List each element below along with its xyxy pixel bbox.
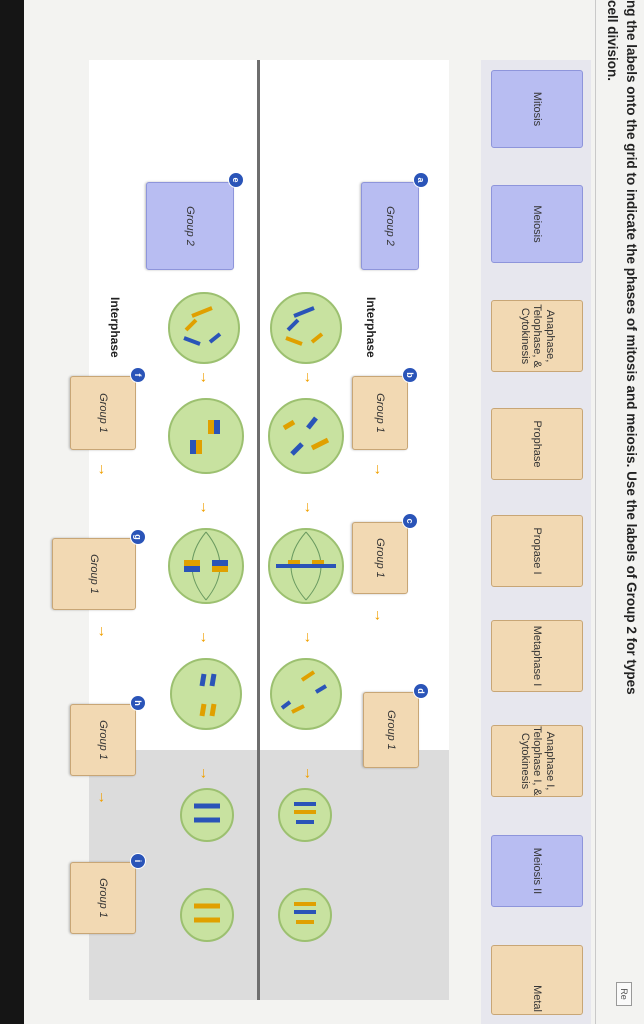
chip-line: Anaphase, bbox=[543, 309, 556, 363]
cell-interphase-bottom bbox=[168, 292, 240, 364]
badge-g: g bbox=[130, 529, 146, 545]
drop-target-a[interactable]: Group 2 bbox=[361, 182, 419, 270]
header-rule bbox=[595, 0, 596, 1024]
badge-h: h bbox=[130, 695, 146, 711]
badge-a: a bbox=[413, 172, 429, 188]
chip-line: Cytokinesis bbox=[518, 307, 531, 365]
drop-target-c[interactable]: Group 1 bbox=[352, 522, 408, 594]
drop-target-d[interactable]: Group 1 bbox=[363, 692, 419, 768]
arrow-right: → bbox=[95, 462, 112, 477]
drop-target-i[interactable]: Group 1 bbox=[70, 862, 136, 934]
reset-button[interactable]: Re bbox=[616, 982, 632, 1006]
badge-d: d bbox=[413, 683, 429, 699]
badge-f: f bbox=[130, 367, 146, 383]
interphase-label-top: Interphase bbox=[364, 297, 378, 358]
cell-telophase-b bbox=[278, 888, 332, 942]
arrow-right: → bbox=[197, 500, 214, 515]
cell-telophase-i-b bbox=[180, 888, 234, 942]
chip-line: Anaphase I, bbox=[543, 731, 556, 791]
chip-propase-i[interactable]: Propase I bbox=[491, 515, 583, 587]
badge-c: c bbox=[402, 513, 418, 529]
drop-target-g[interactable]: Group 1 bbox=[52, 538, 136, 610]
badge-e: e bbox=[228, 172, 244, 188]
cell-metaphase bbox=[268, 528, 344, 604]
cell-prophase-i bbox=[168, 398, 244, 474]
badge-i: i bbox=[130, 853, 146, 869]
chip-anaphase-telophase-cytokinesis[interactable]: Anaphase, Telophase, & Cytokinesis bbox=[491, 300, 583, 372]
chip-line: Telophase I, & bbox=[531, 726, 544, 796]
chip-line: Telophase, & bbox=[531, 304, 544, 368]
cell-anaphase-i bbox=[170, 658, 242, 730]
arrow-right: → bbox=[301, 500, 318, 515]
instructions-line-1: ng the labels onto the grid to indicate … bbox=[624, 0, 639, 695]
arrow-right: → bbox=[371, 462, 388, 477]
chip-meiosis-ii[interactable]: Meiosis II bbox=[491, 835, 583, 907]
arrow-right: → bbox=[301, 766, 318, 781]
drop-target-e[interactable]: Group 2 bbox=[146, 182, 234, 270]
chip-line: Cytokinesis bbox=[518, 732, 531, 790]
drop-target-b[interactable]: Group 1 bbox=[352, 376, 408, 450]
activity-panel: ng the labels onto the grid to indicate … bbox=[24, 0, 644, 1024]
arrow-right: → bbox=[301, 370, 318, 385]
cell-telophase-i-a bbox=[180, 788, 234, 842]
arrow-right: → bbox=[197, 766, 214, 781]
chip-metaphase-i[interactable]: Metaphase I bbox=[491, 620, 583, 692]
cell-prophase bbox=[268, 398, 344, 474]
chip-metaphase-ii-partial[interactable]: Metal bbox=[491, 945, 583, 1015]
arrow-right: → bbox=[197, 370, 214, 385]
arrow-right: → bbox=[197, 630, 214, 645]
chip-prophase[interactable]: Prophase bbox=[491, 408, 583, 480]
cell-telophase-a bbox=[278, 788, 332, 842]
chip-meiosis[interactable]: Meiosis bbox=[491, 185, 583, 263]
grid-divider bbox=[257, 60, 260, 1000]
arrow-right: → bbox=[371, 608, 388, 623]
arrow-right: → bbox=[301, 630, 318, 645]
arrow-right: → bbox=[95, 790, 112, 805]
drop-target-h[interactable]: Group 1 bbox=[70, 704, 136, 776]
screen-bezel bbox=[0, 0, 24, 1024]
drop-target-f[interactable]: Group 1 bbox=[70, 376, 136, 450]
grid-meiosis-ii-area bbox=[89, 750, 449, 1000]
cell-anaphase bbox=[270, 658, 342, 730]
cell-metaphase-i bbox=[168, 528, 244, 604]
arrow-right: → bbox=[95, 624, 112, 639]
chip-mitosis[interactable]: Mitosis bbox=[491, 70, 583, 148]
interphase-label-bottom: Interphase bbox=[108, 297, 122, 358]
chip-anaphase-i-telophase-i-cytokinesis[interactable]: Anaphase I, Telophase I, & Cytokinesis bbox=[491, 725, 583, 797]
instructions-line-2: cell division. bbox=[605, 0, 620, 82]
cell-interphase-top bbox=[270, 292, 342, 364]
badge-b: b bbox=[402, 367, 418, 383]
